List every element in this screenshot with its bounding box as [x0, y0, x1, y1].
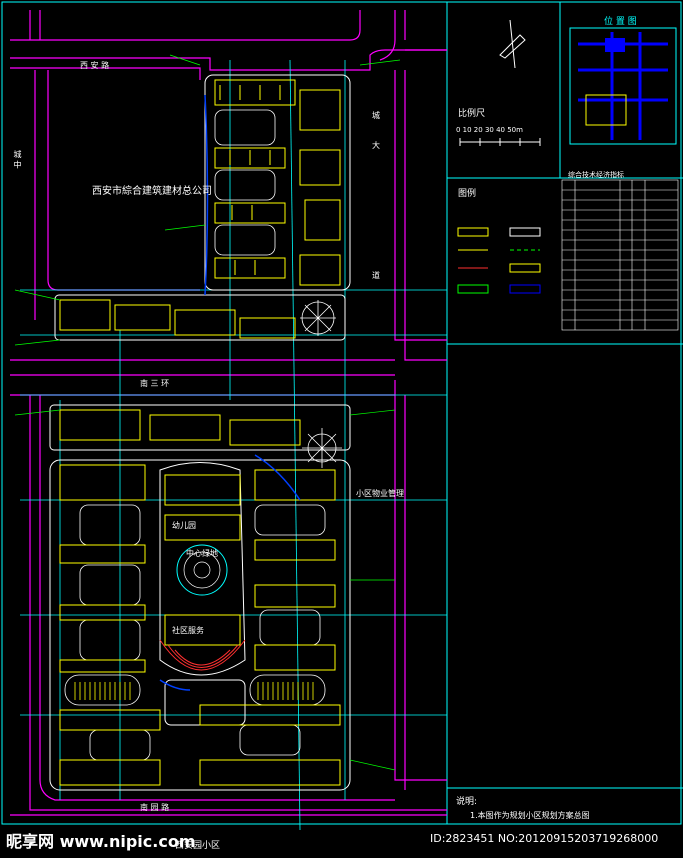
property-mgmt-label: 小区物业管理	[356, 489, 404, 498]
water-paths	[159, 94, 301, 691]
parking-lots	[74, 682, 314, 700]
central-green-circle	[176, 544, 228, 596]
west-road-label: 城 中	[13, 150, 22, 169]
north-arrow-icon	[499, 19, 526, 69]
tech-table-title: 综合技术经济指标	[568, 171, 624, 179]
company-label: 西安市綜合建筑建材总公司	[92, 186, 212, 197]
central-green-label: 中心绿地	[186, 549, 218, 558]
central-plaza	[159, 639, 246, 671]
watermark-id: ID:2823451 NO:20120915203719268000	[430, 832, 659, 845]
east-road-label-2: 大	[372, 141, 380, 150]
kindergarten-label: 幼儿园	[172, 521, 196, 530]
east-road-label-3: 道	[372, 271, 380, 280]
location-map	[569, 27, 677, 145]
compass-rose-upper	[300, 300, 336, 336]
north-road-label: 西 安 路	[80, 61, 110, 70]
scale-ticks: 0 10 20 30 40 50m	[456, 126, 523, 134]
notes-text: 1.本图作为规划小区规划方案总图	[470, 811, 590, 820]
watermark-brand: 昵享网 www.nipic.com	[6, 832, 196, 851]
block-outlines	[49, 74, 351, 791]
scale-bar	[459, 138, 541, 146]
east-road-label-1: 城	[372, 111, 380, 120]
scale-label: 比例尺	[458, 109, 486, 119]
legend	[457, 227, 541, 294]
drawing-frame	[1, 1, 682, 825]
buildings	[59, 79, 341, 786]
tech-table	[561, 179, 679, 331]
compass-rose-lower	[302, 428, 342, 468]
south-road-label: 南 园 路	[140, 803, 170, 812]
legend-title: 图例	[458, 189, 477, 199]
green-annotations	[14, 54, 401, 771]
middle-road-label: 南 三 环	[140, 379, 170, 388]
south-area-label: 西安园小区	[175, 841, 221, 851]
notes-title: 说明:	[456, 797, 478, 807]
location-map-title: 位 置 图	[604, 17, 637, 27]
community-center-label: 社区服务	[172, 626, 204, 635]
